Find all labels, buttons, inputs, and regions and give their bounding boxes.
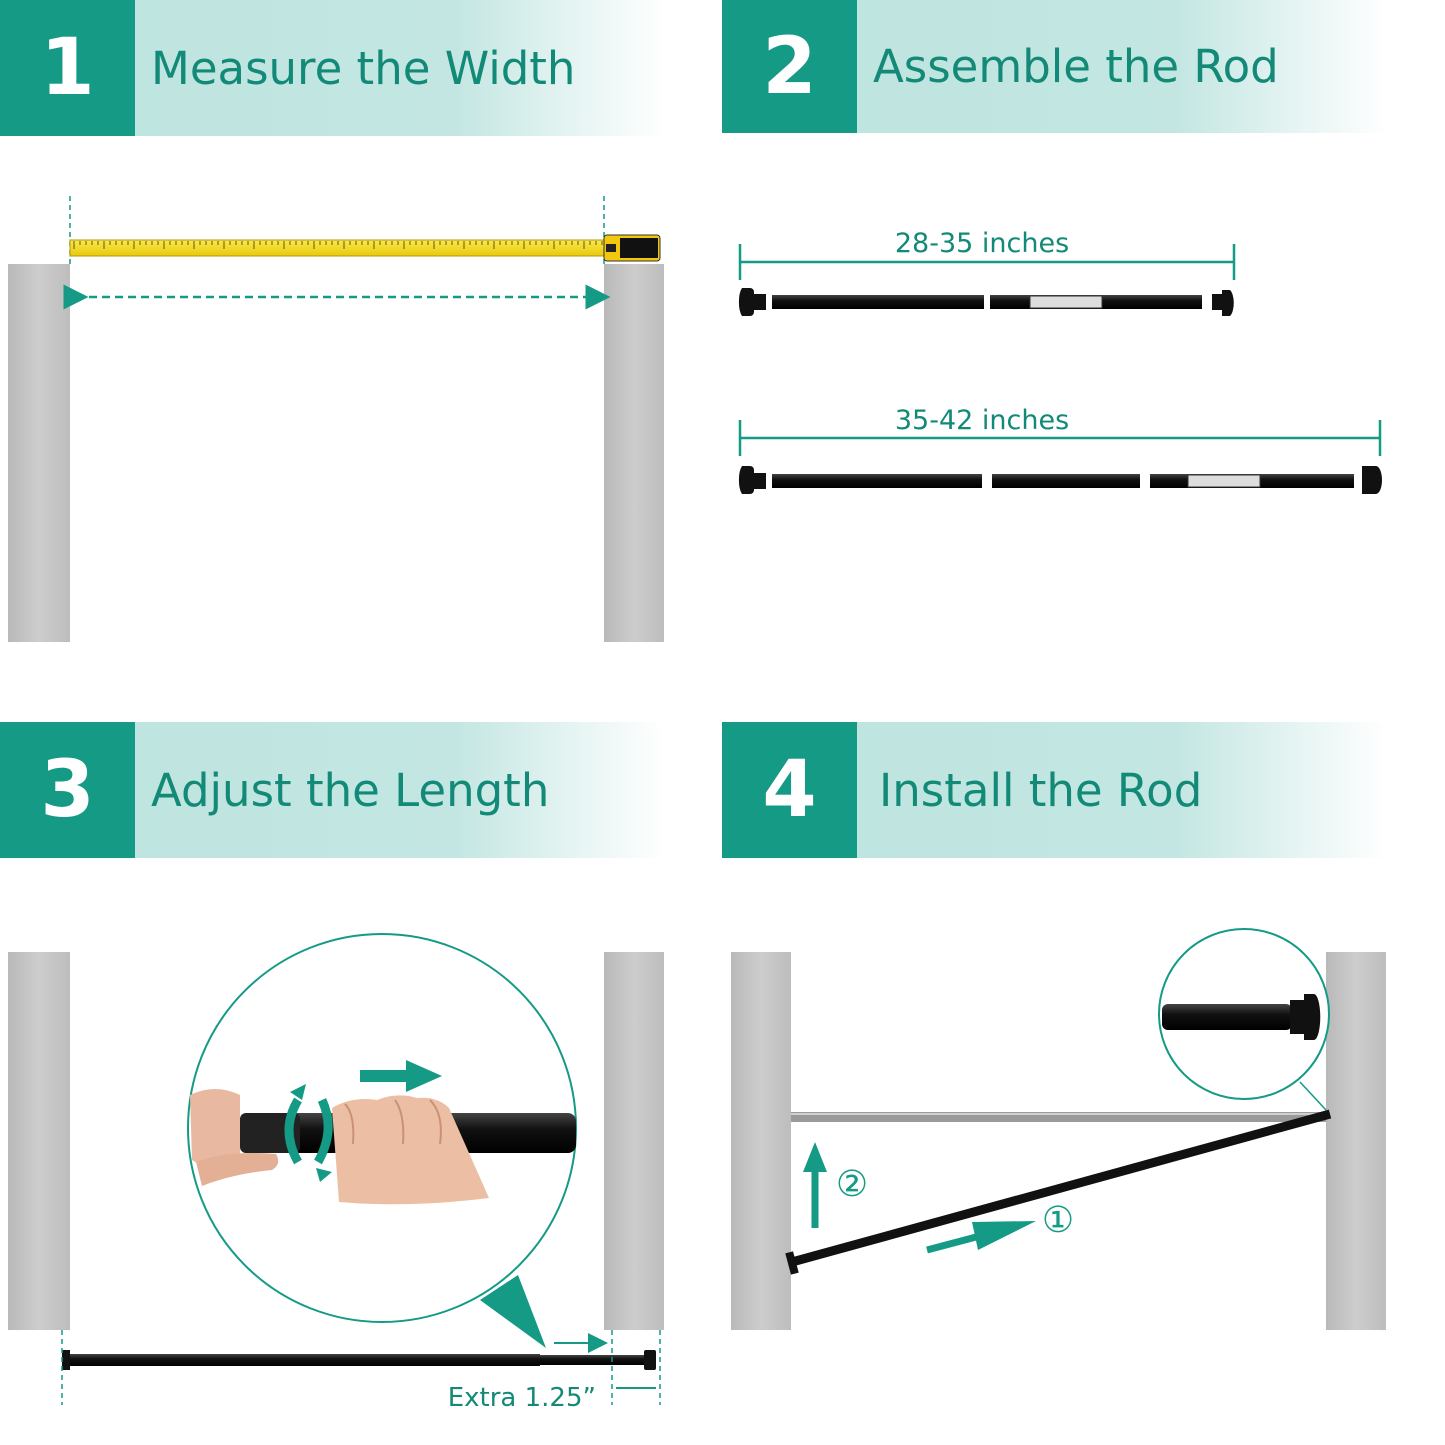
zoom-circle [1158,928,1330,1100]
up-arrow-icon [803,1142,827,1228]
left-wall [8,264,70,642]
long-dimension-line [738,420,1382,456]
assemble-panel: 28-35 inches 35-42 inches [738,228,1382,494]
right-wall [604,952,664,1330]
step-3-title: Adjust the Length [151,763,550,817]
step-4-number: 4 [722,722,857,858]
short-rod-label: 28-35 inches [895,228,1069,259]
step-2-title-band: Assemble the Rod [857,0,1387,133]
tape-measure-icon [69,234,661,262]
step-1-title: Measure the Width [151,41,576,95]
rod-in-zoom [240,1113,576,1153]
step-2-number: 2 [722,0,857,133]
bottom-rod [62,1350,656,1370]
short-rod [738,288,1234,316]
extra-length-label: Extra 1.25” [448,1383,596,1413]
step-1-number: 1 [0,0,135,136]
long-rod-label: 35-42 inches [895,405,1069,436]
rotate-arrows-icon [284,1084,333,1182]
short-dimension-line [738,244,1236,280]
step-4-title: Install the Rod [879,763,1203,817]
step-1-title-band: Measure the Width [135,0,665,136]
step-4-title-band: Install the Rod [857,722,1387,858]
tilted-rod [785,1109,1332,1275]
right-wall [604,264,664,642]
hand-icon [190,1089,279,1186]
zoom-pointer [480,1275,546,1348]
measure-panel [8,196,664,642]
step-one-marker: ① [1042,1200,1074,1241]
step-3-title-band: Adjust the Length [135,722,665,858]
adjust-panel: Extra 1.25” [8,933,664,1413]
zoom-circle [187,933,577,1323]
install-panel: ② ① [731,928,1386,1330]
right-arrow-icon [926,1221,1036,1254]
step-two-marker: ② [836,1164,868,1205]
left-wall [8,952,70,1330]
right-wall [1326,952,1386,1330]
long-rod [738,466,1382,494]
right-arrow-icon [360,1060,442,1092]
left-wall [731,952,791,1330]
step-2-title: Assemble the Rod [873,40,1279,93]
rod-end-cap-icon [1162,994,1321,1040]
hand-icon [332,1095,489,1205]
step-3-number: 3 [0,722,135,858]
